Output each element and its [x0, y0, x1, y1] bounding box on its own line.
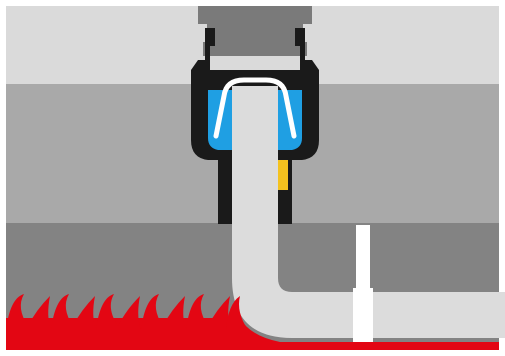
flame-tongue [51, 294, 96, 330]
pipe [232, 86, 505, 338]
flame-tongue [186, 294, 231, 330]
flame-row [6, 294, 499, 350]
pipe-marker-base [353, 288, 373, 344]
flame-tongue [6, 294, 51, 330]
housing-top-cap [198, 6, 312, 56]
flame-tongue [226, 296, 248, 330]
flame-tongue [141, 294, 186, 330]
flame-tongue [96, 294, 141, 330]
spring-clip-icon [213, 77, 297, 139]
